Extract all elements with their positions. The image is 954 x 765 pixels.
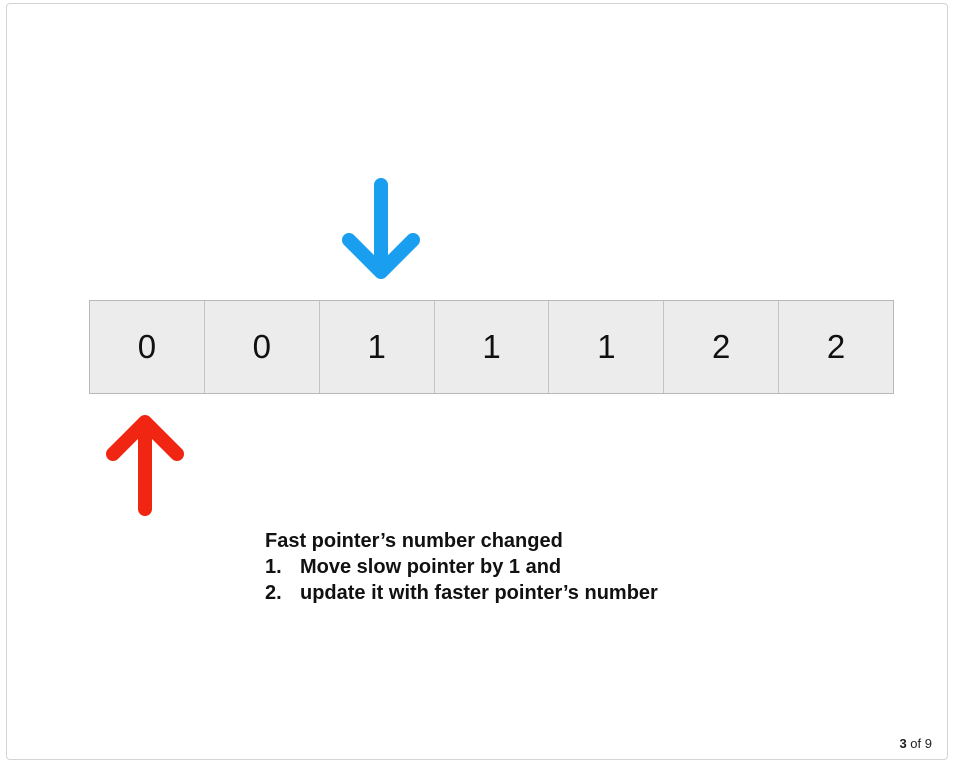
slide-counter-total: 9	[924, 736, 932, 751]
slide-counter: 3 of 9	[899, 736, 932, 751]
array-cell: 1	[434, 301, 550, 393]
slow-pointer-arrow-icon	[106, 415, 184, 516]
array-cell: 0	[90, 301, 205, 393]
array-cell: 1	[319, 301, 435, 393]
instructions-heading: Fast pointer’s number changed	[265, 530, 563, 552]
slow-pointer-arrow-shape	[106, 415, 184, 516]
array-cell: 2	[779, 301, 894, 393]
slide-counter-current: 3	[899, 736, 907, 751]
array-cell: 1	[549, 301, 665, 393]
step-number: 1.	[265, 556, 282, 578]
instruction-step: 2. update it with faster pointer’s numbe…	[265, 580, 658, 606]
instruction-step: 1. Move slow pointer by 1 and	[265, 554, 658, 580]
array-row: 0 0 1 1 1 2 2	[89, 300, 894, 394]
step-text: Move slow pointer by 1 and	[300, 556, 562, 578]
array-cell: 0	[204, 301, 320, 393]
fast-pointer-arrow-shape	[342, 178, 420, 279]
fast-pointer-arrow-icon	[342, 178, 420, 279]
array-cell: 2	[664, 301, 780, 393]
instructions: Fast pointer’s number changed 1. Move sl…	[265, 528, 658, 606]
step-number: 2.	[265, 582, 282, 604]
step-text: update it with faster pointer’s number	[300, 582, 658, 604]
slide-counter-separator: of	[910, 736, 922, 751]
